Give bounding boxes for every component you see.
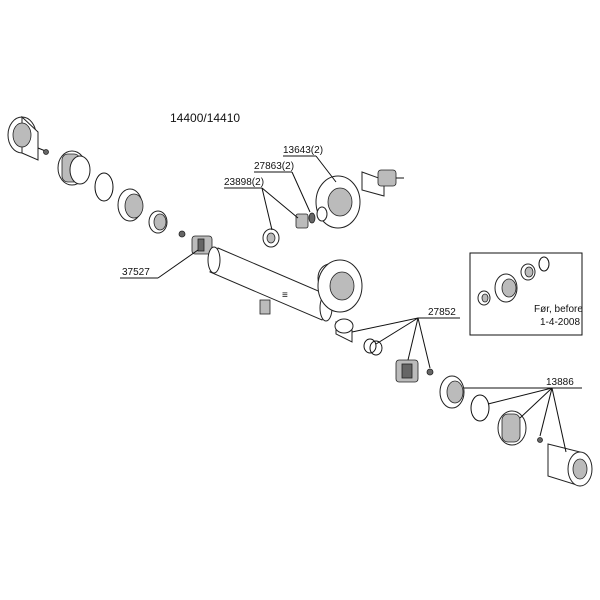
right-oring-part [470, 394, 490, 422]
leader-37527 [120, 249, 199, 279]
left-handle-part [7, 115, 39, 161]
inset-ring-part [538, 256, 550, 272]
leader-13643 [283, 155, 337, 183]
label-23898: 23898(2) [224, 177, 264, 188]
label-27863: 27863(2) [254, 161, 294, 172]
valve-body: ≡ [207, 246, 333, 322]
leader-27852 [351, 317, 460, 369]
right-handle-part [547, 443, 593, 487]
label-13643: 13643(2) [283, 145, 323, 156]
inlet-connector-part [361, 169, 404, 197]
right-screw-part [537, 437, 543, 443]
label-27852: 27852 [428, 307, 456, 318]
left-nut-part [148, 210, 168, 234]
inset-cap-part [494, 273, 518, 303]
left-small-ring-part [178, 230, 186, 238]
left-hub-part [57, 150, 91, 186]
label-13886: 13886 [546, 377, 574, 388]
right-cap-part [439, 375, 465, 409]
right-hub-part [497, 410, 527, 446]
inset-text-line2: 1-4-2008 [540, 317, 580, 328]
left-cartridge-part [191, 235, 213, 255]
left-cap-part [117, 188, 144, 222]
rosette-center [317, 259, 363, 313]
nut-23898-part [262, 228, 280, 248]
cartridge-27852-part [395, 359, 434, 383]
leader-27863 [254, 171, 311, 213]
svg-text:≡: ≡ [282, 290, 288, 301]
left-screw-part [37, 147, 49, 155]
inset-text-line1: Før, before [534, 304, 583, 315]
inset-nut-part [520, 263, 536, 281]
diagram-title: 14400/14410 [170, 111, 240, 125]
inset-box [469, 252, 583, 336]
label-37527: 37527 [122, 267, 150, 278]
inset-small-nut-part [477, 290, 491, 306]
left-oring-part [94, 172, 114, 202]
sleeve-part [334, 318, 354, 343]
spring-part [363, 338, 383, 356]
eccentric-part [295, 206, 328, 229]
leader-23898 [224, 187, 299, 231]
leader-13886 [464, 387, 582, 453]
